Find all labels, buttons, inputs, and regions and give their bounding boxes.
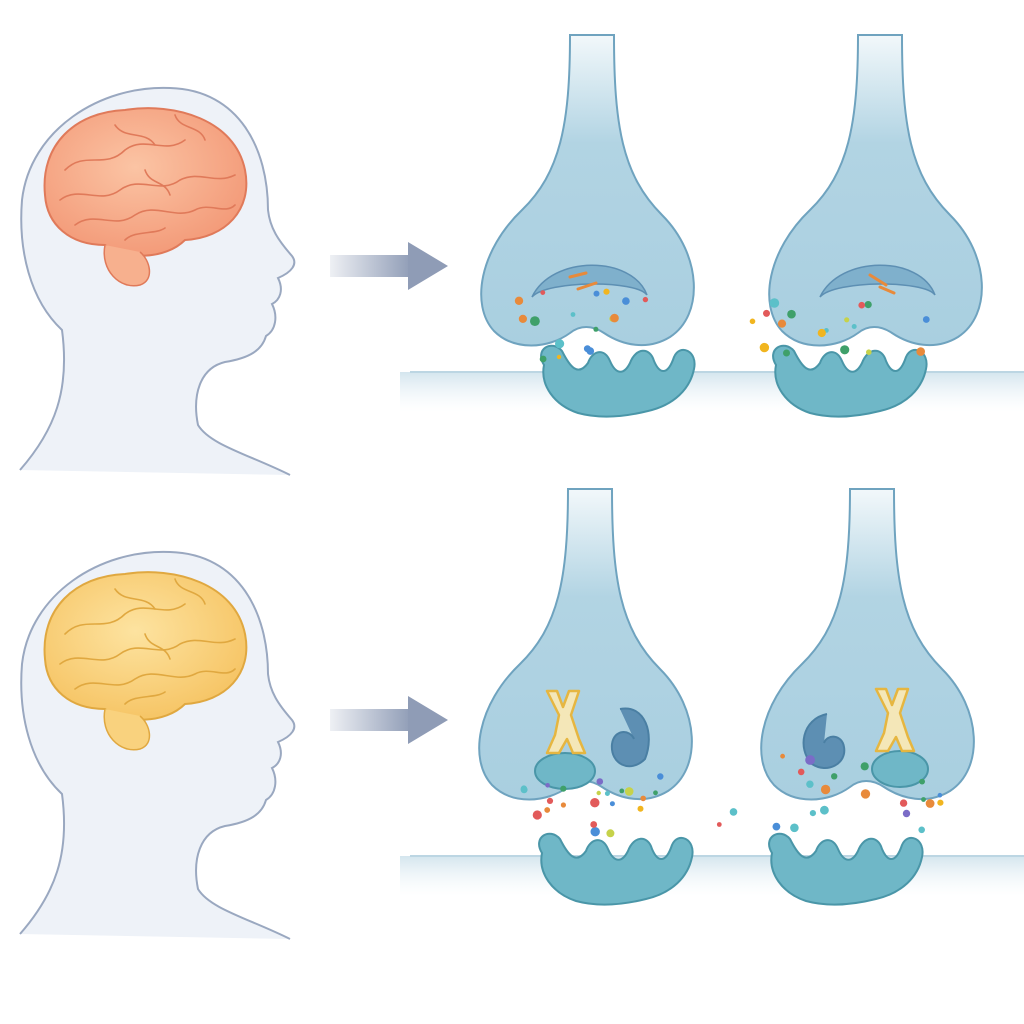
neurotransmitter-dot-icon — [921, 797, 926, 802]
neurotransmitter-dot-icon — [809, 810, 817, 817]
neurotransmitter-cloud-top — [514, 288, 930, 363]
neurotransmitter-dot-icon — [763, 309, 770, 317]
synapse-top-left — [480, 34, 696, 418]
neurotransmitter-dot-icon — [831, 773, 838, 780]
presynaptic-terminal-icon — [478, 488, 693, 801]
neurotransmitter-dot-icon — [624, 787, 634, 796]
neurotransmitter-dot-icon — [540, 290, 546, 295]
postsynaptic-membrane-top — [400, 371, 1024, 412]
neurotransmitter-dot-icon — [925, 799, 935, 808]
synapse-bottom-left — [478, 488, 694, 906]
neurotransmitter-dot-icon — [657, 773, 664, 780]
neurotransmitter-dot-icon — [520, 785, 528, 792]
right-arrow-top-icon — [330, 242, 448, 290]
neurotransmitter-dot-icon — [860, 789, 871, 799]
neurotransmitter-dot-icon — [604, 791, 610, 796]
neurotransmitter-dot-icon — [593, 290, 600, 297]
reuptake-transporter-icon — [874, 687, 916, 753]
neurotransmitter-dot-icon — [518, 314, 528, 323]
neurotransmitter-dot-icon — [606, 829, 615, 838]
brain-bottom-folds — [59, 578, 236, 705]
neurotransmitter-dot-icon — [899, 799, 908, 807]
neurotransmitter-dot-icon — [772, 822, 781, 831]
neurotransmitter-dot-icon — [937, 792, 943, 798]
neurotransmitter-dot-icon — [514, 296, 524, 305]
presynaptic-terminal-icon — [768, 34, 983, 347]
neurotransmitter-dot-icon — [586, 347, 595, 355]
neurotransmitter-dot-icon — [916, 347, 925, 356]
reuptake-transporter-icon — [545, 689, 587, 755]
neurotransmitter-dot-icon — [590, 821, 598, 828]
neurotransmitter-dot-icon — [609, 801, 615, 807]
neurotransmitter-dot-icon — [780, 753, 785, 759]
neurotransmitter-dot-icon — [860, 762, 869, 771]
neurotransmitter-dot-icon — [596, 778, 604, 785]
neurotransmitter-dot-icon — [820, 784, 831, 795]
neurotransmitter-dot-icon — [749, 318, 756, 325]
neurotransmitter-dot-icon — [797, 768, 805, 776]
neurotransmitter-dot-icon — [783, 349, 790, 357]
presynaptic-terminal-icon — [760, 488, 975, 801]
neurotransmitter-dot-icon — [844, 317, 850, 323]
neurotransmitter-dot-icon — [555, 339, 565, 349]
neurotransmitter-dot-icon — [603, 288, 610, 295]
neurotransmitter-dot-icon — [532, 810, 542, 820]
neurotransmitter-dot-icon — [922, 316, 930, 323]
neurotransmitter-dot-icon — [769, 298, 780, 308]
neurotransmitter-dot-icon — [817, 328, 826, 338]
neurotransmitter-dot-icon — [560, 802, 567, 808]
neurotransmitter-dot-icon — [806, 780, 814, 788]
synapse-bottom-right — [760, 488, 975, 906]
neurotransmitter-dot-icon — [937, 799, 944, 806]
neurotransmitter-dot-icon — [653, 790, 658, 796]
neurotransmitter-dot-icon — [560, 785, 567, 792]
neurotransmitter-dot-icon — [590, 798, 600, 808]
neurotransmitter-dot-icon — [805, 755, 815, 765]
neurotransmitter-dot-icon — [864, 301, 872, 309]
neurotransmitter-dot-icon — [918, 826, 925, 834]
neurotransmitter-dot-icon — [544, 807, 551, 813]
neurotransmitter-dot-icon — [866, 349, 872, 356]
neurotransmitter-dot-icon — [619, 788, 625, 794]
neurotransmitter-dot-icon — [545, 783, 550, 788]
neurotransmitter-dot-icon — [790, 823, 799, 833]
row-bottom — [19, 488, 1024, 940]
neurotransmitter-dot-icon — [777, 319, 787, 328]
neurotransmitter-dot-icon — [546, 797, 554, 804]
neurotransmitter-dot-icon — [596, 790, 601, 796]
presynaptic-terminal-icon — [480, 34, 695, 347]
neurotransmitter-dot-icon — [642, 296, 649, 303]
neurotransmitter-dot-icon — [787, 309, 796, 319]
neurotransmitter-dot-icon — [851, 324, 857, 329]
row-top — [19, 34, 1024, 476]
neurotransmitter-dot-icon — [610, 313, 619, 323]
neurotransmitter-dot-icon — [556, 354, 562, 360]
neurotransmitter-dot-icon — [729, 808, 738, 816]
right-arrow-bottom-icon — [330, 696, 448, 744]
neurotransmitter-dot-icon — [640, 795, 646, 802]
neurotransmitter-dot-icon — [593, 326, 599, 332]
neurotransmitter-dot-icon — [570, 312, 576, 317]
neurotransmitter-dot-icon — [716, 822, 722, 827]
neurotransmitter-dot-icon — [590, 827, 600, 837]
neurotransmitter-dot-icon — [530, 316, 540, 326]
neurotransmitter-dot-icon — [919, 778, 925, 785]
neurotransmitter-dot-icon — [637, 805, 644, 812]
neurotransmitter-cloud-bottom — [520, 753, 944, 838]
brain-top-icon — [43, 107, 248, 287]
brain-top-folds — [59, 114, 236, 241]
synapse-top-right — [768, 34, 983, 418]
neurotransmitter-dot-icon — [820, 805, 829, 815]
neurotransmitter-dot-icon — [858, 301, 865, 309]
postsynaptic-membrane-bottom — [400, 855, 1024, 896]
neurotransmitter-dot-icon — [902, 809, 911, 818]
neurotransmitter-dot-icon — [539, 355, 547, 363]
neurotransmitter-dot-icon — [759, 342, 770, 353]
neurotransmitter-dot-icon — [840, 345, 850, 355]
brain-bottom-icon — [43, 571, 248, 751]
neurotransmitter-dot-icon — [622, 297, 630, 305]
